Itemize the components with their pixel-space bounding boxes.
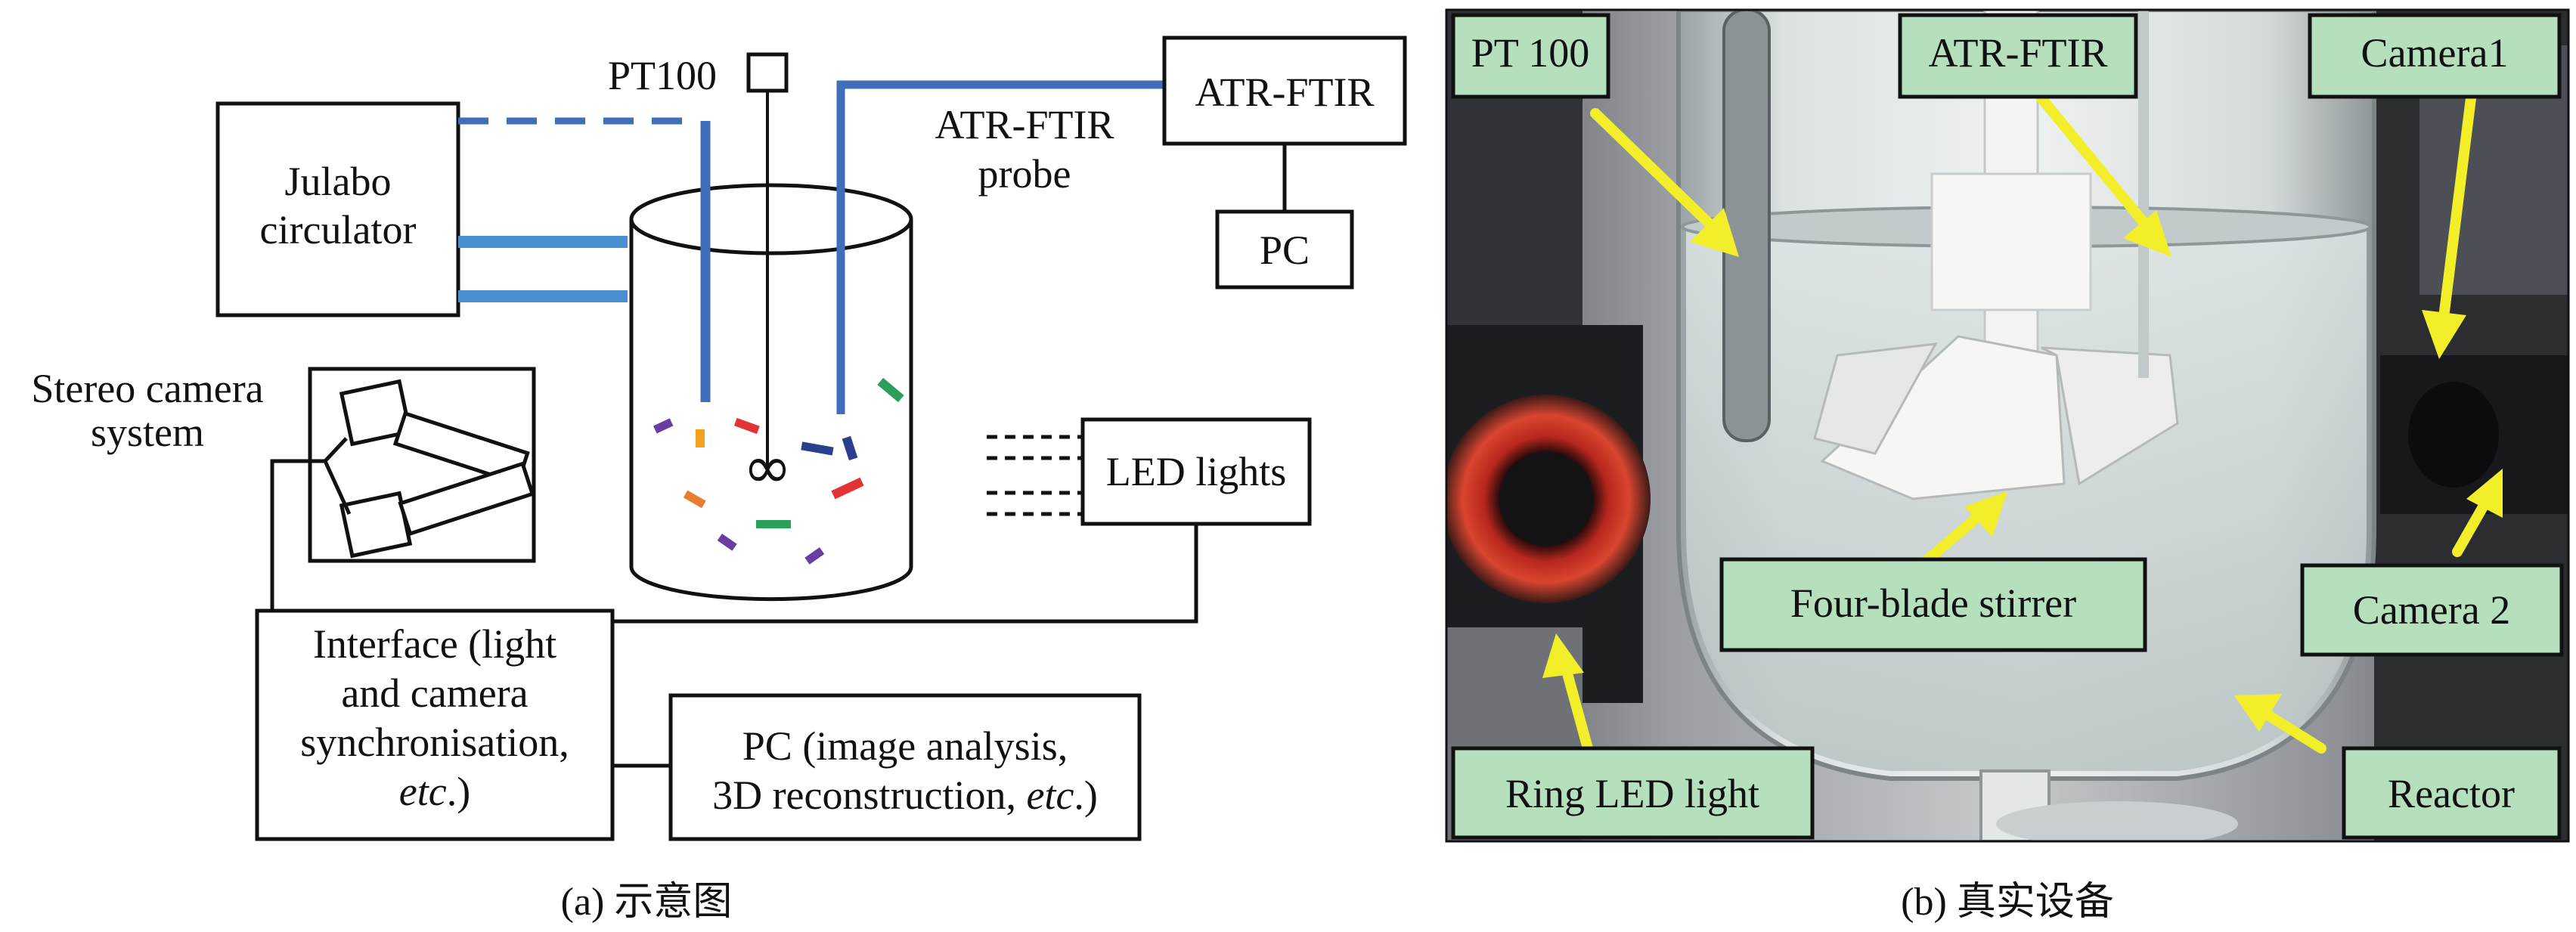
stereo-label-1: Stereo camera [31, 366, 263, 411]
reactor-body [629, 219, 913, 602]
interface-label-2: and camera [341, 670, 528, 716]
photo-label-stirrer: Four-blade stirrer [1719, 557, 2147, 652]
interface-label-1: Interface (light [313, 621, 556, 667]
reactor-base-reflection [1996, 801, 2238, 841]
atr-probe-line [836, 80, 1168, 414]
julabo-label-1: Julabo [285, 159, 392, 204]
photo-panel: PT 100 ATR-FTIR Camera1 Four-blade stirr… [1446, 10, 2568, 841]
pc-small-box [1215, 209, 1354, 290]
caption-a: (a) 示意图 [561, 879, 733, 924]
interface-label-3: synchronisation, [300, 720, 569, 765]
photo-border [1445, 8, 2570, 843]
photo-label-ring-led: Ring LED light [1451, 746, 1815, 840]
julabo-label-2: circulator [260, 207, 417, 252]
led-beams [987, 435, 1081, 516]
camera2-lens [2408, 382, 2499, 488]
stirrer-blade-front [1820, 335, 2066, 500]
crystal-particles [653, 377, 904, 565]
camera-lower [339, 461, 535, 559]
svg-text:Ring LED light: Ring LED light [1505, 771, 1759, 816]
led-lights-label: LED lights [1106, 449, 1287, 494]
svg-text:Four-blade stirrer: Four-blade stirrer [1790, 581, 2076, 626]
photo-label-atr-ftir: ATR-FTIR [1898, 13, 2138, 99]
pc-analysis-label-1: PC (image analysis, [742, 723, 1068, 769]
stereo-label-2: system [91, 410, 204, 455]
reactor-top [629, 183, 913, 255]
svg-text:Reactor: Reactor [2388, 771, 2515, 816]
svg-text:PT 100: PT 100 [1471, 30, 1590, 76]
camera-wire-2 [323, 460, 352, 516]
pc-analysis-label-2: 3D reconstruction, etc.) [712, 773, 1098, 818]
caption-b: (b) 真实设备 [1901, 879, 2114, 924]
stirrer-blade-left [1813, 342, 1938, 455]
led-lights-box [1080, 417, 1312, 526]
atr-probe-label-1: ATR-FTIR [935, 102, 1114, 147]
schematic-panel: Julabo circulator ∞ PT100 ATR-FTIR probe… [31, 36, 1407, 924]
pt100-label: PT100 [608, 53, 717, 98]
atr-probe-label-2: probe [978, 151, 1071, 197]
camera-wires [270, 437, 348, 611]
photo-label-pt100: PT 100 [1451, 13, 1610, 99]
stirrer-icon: ∞ [743, 434, 792, 502]
led-interface-wire [612, 524, 1198, 624]
svg-text:Camera1: Camera1 [2361, 30, 2509, 76]
pt100-box [746, 52, 789, 93]
svg-text:Camera 2: Camera 2 [2353, 587, 2510, 633]
label-arrows [1542, 93, 2503, 754]
ring-led-center [1499, 452, 1593, 546]
pc-analysis-box [668, 693, 1142, 841]
julabo-box [215, 101, 460, 317]
photo-label-reactor: Reactor [2342, 746, 2562, 840]
interface-label-4: etc.) [399, 769, 470, 814]
atr-ftir-box-label: ATR-FTIR [1195, 70, 1374, 115]
photo-label-camera2: Camera 2 [2300, 563, 2564, 657]
atr-ftir-box [1162, 36, 1407, 146]
photo-label-camera1: Camera1 [2308, 13, 2562, 99]
stirrer-hub [1930, 172, 2092, 311]
pc-small-label: PC [1260, 228, 1310, 273]
svg-text:ATR-FTIR: ATR-FTIR [1928, 30, 2107, 76]
pt100-rod [1722, 10, 1771, 442]
camera-upper [339, 379, 530, 486]
interface-box [255, 608, 615, 841]
